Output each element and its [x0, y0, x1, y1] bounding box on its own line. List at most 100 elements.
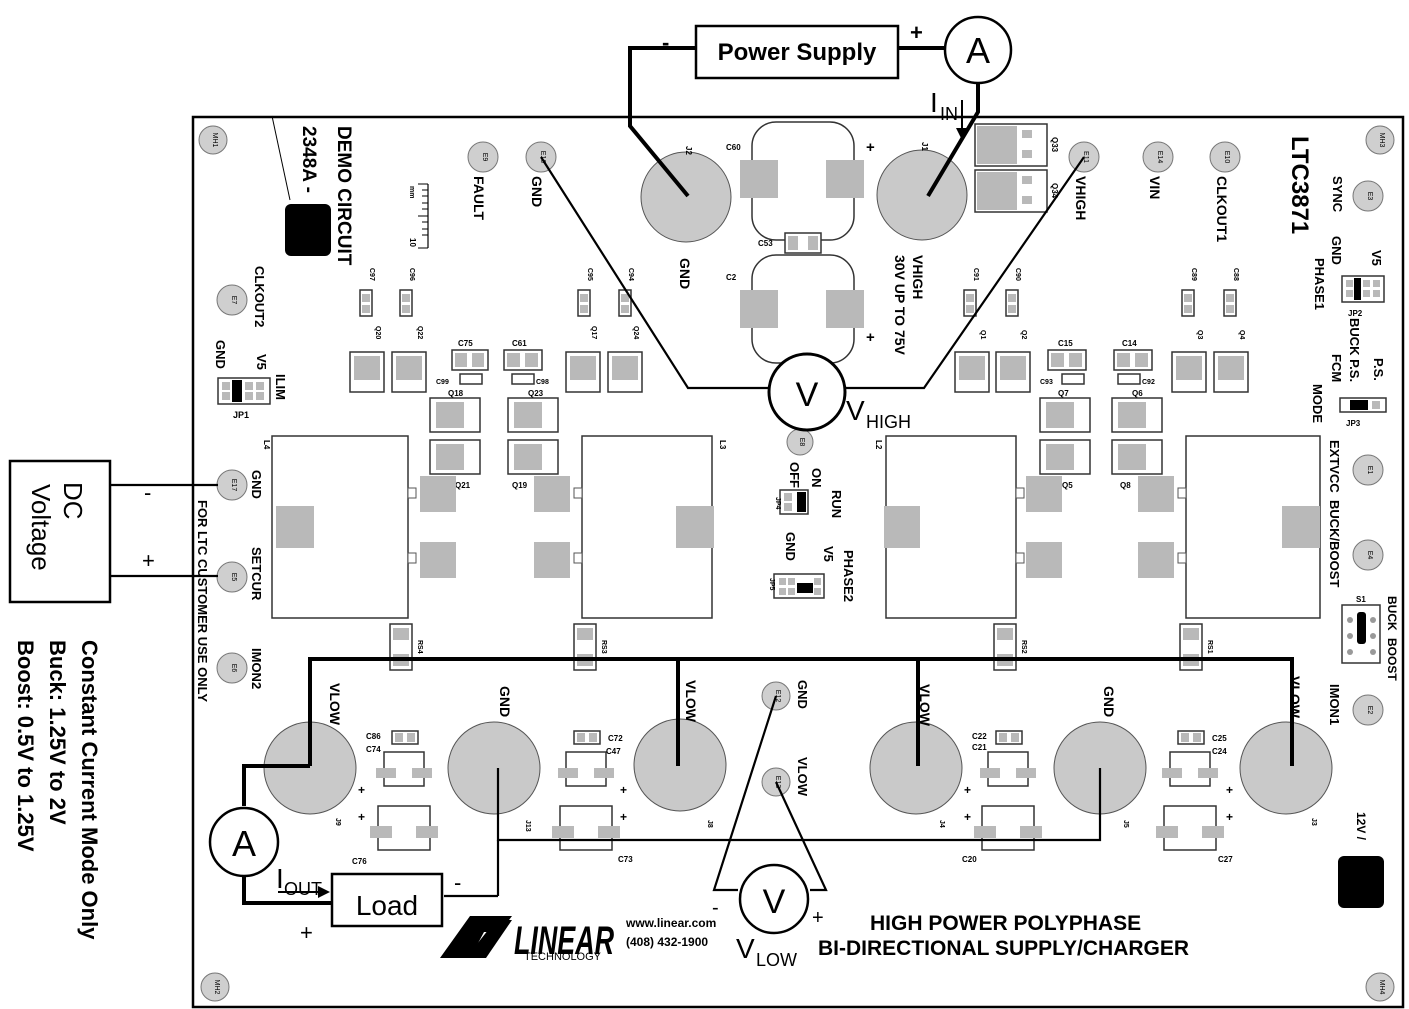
capacitor-c90: C90 — [1005, 268, 1021, 317]
terminal-e5-label: SETCUR — [249, 547, 264, 601]
svg-text:E10: E10 — [1223, 151, 1230, 164]
note-line-1: Constant Current Mode Only — [77, 640, 102, 940]
jumper-jp5[interactable]: JP5 GND V5 PHASE2 — [768, 532, 856, 602]
svg-text:C98: C98 — [536, 379, 549, 386]
wire-vlow-to-ammeter — [242, 764, 310, 806]
svg-text:C92: C92 — [1142, 379, 1155, 386]
svg-text:RS2: RS2 — [1020, 640, 1027, 654]
inductor-l2: L2 — [874, 435, 1062, 619]
mounting-hole-mh2: MH2 — [200, 972, 230, 1002]
jumper-jp1[interactable]: JP1 GND V5 ILIM — [213, 340, 288, 420]
transistor-q7: Q7 — [1039, 389, 1091, 433]
svg-text:TECHNOLOGY: TECHNOLOGY — [524, 951, 602, 963]
terminal-e13[interactable]: E13 VLOW — [761, 757, 810, 797]
voltmeter-vlow-plus: + — [812, 907, 824, 929]
terminal-e14[interactable]: E14 VIN — [1142, 141, 1174, 199]
voltmeter-vhigh: V — [767, 352, 847, 432]
capacitor-c88: C88 — [1223, 268, 1239, 317]
wire-vlow-meter-negative — [712, 695, 778, 892]
jumper-jp5-name: PHASE2 — [841, 550, 856, 602]
transistor-q33: Q33 — [974, 123, 1059, 167]
wire-ammeter-to-j1 — [926, 82, 980, 198]
svg-text:LINEAR: LINEAR — [514, 919, 614, 963]
jumper-jp3-line2: P.S. — [1371, 358, 1386, 381]
svg-text:C53: C53 — [758, 239, 773, 248]
power-supply-label: Power Supply — [718, 39, 877, 66]
black-pad-bottom — [1338, 856, 1384, 908]
jumper-jp2-left-label: GND — [1329, 236, 1344, 265]
jack-j2[interactable]: J2 GND — [640, 146, 732, 289]
jack-j1[interactable]: J1 VHIGH 30V UP TO 75V — [876, 142, 968, 356]
demo-arrow — [271, 115, 291, 201]
terminal-e2[interactable]: E2 IMON1 — [1327, 684, 1384, 726]
jumper-jp2[interactable]: JP2 GND V5 PHASE1 — [1312, 236, 1385, 318]
capacitor-c75: C75 — [451, 339, 489, 371]
v-low-label: V LOW — [736, 933, 797, 970]
terminal-e10-label: CLKOUT1 — [1214, 176, 1230, 242]
svg-text:OUT: OUT — [284, 879, 322, 899]
svg-text:S1: S1 — [1356, 595, 1366, 604]
svg-text:C96: C96 — [408, 268, 415, 281]
jumper-jp3-line3: FCM — [1329, 354, 1344, 382]
svg-text:E8: E8 — [798, 438, 805, 447]
svg-text:Q2: Q2 — [1020, 330, 1027, 339]
svg-text:L4: L4 — [262, 440, 271, 450]
power-supply-minus: - — [662, 30, 669, 55]
capacitor-c47: C47 + — [558, 747, 627, 797]
transistor-q8: Q8 — [1111, 439, 1163, 490]
svg-text:Q18: Q18 — [448, 389, 464, 398]
transistor-q3: Q3 — [1171, 330, 1207, 393]
terminal-e10[interactable]: E10 CLKOUT1 — [1209, 141, 1241, 242]
svg-text:C2: C2 — [726, 273, 737, 282]
mounting-hole-mh1: MH1 — [198, 125, 228, 155]
terminal-e7[interactable]: E7 CLKOUT2 — [216, 266, 267, 327]
terminal-e1[interactable]: E1 EXTVCC — [1327, 440, 1384, 493]
svg-text:E3: E3 — [1366, 192, 1373, 201]
svg-text:C89: C89 — [1190, 268, 1197, 281]
terminal-e8[interactable]: E8 — [786, 428, 814, 456]
jack-j13[interactable]: GND J13 — [447, 686, 541, 832]
switch-s1[interactable]: S1 BUCK BOOST — [1341, 595, 1399, 681]
svg-text:L2: L2 — [874, 440, 883, 450]
transistor-q23: Q23 — [507, 389, 559, 433]
svg-text:HIGH: HIGH — [866, 412, 911, 432]
svg-text:+: + — [358, 810, 365, 824]
switch-s1-left-label: BUCK — [1385, 596, 1399, 631]
terminal-e3[interactable]: E3 SYNC — [1330, 176, 1384, 213]
terminal-e4[interactable]: E4 BUCK/BOOST — [1327, 500, 1384, 587]
svg-text:J1: J1 — [920, 142, 929, 151]
switch-s1-right-label: BOOST — [1385, 638, 1399, 681]
jack-j1-label-1: VHIGH — [910, 255, 926, 299]
svg-text:C74: C74 — [366, 745, 381, 754]
inductor-l1 — [1138, 435, 1321, 619]
svg-text:MH2: MH2 — [213, 980, 220, 995]
transistor-q18: Q18 — [429, 389, 481, 433]
capacitor-c53: C53 — [758, 232, 822, 254]
capacitor-c74: C74 + — [358, 745, 432, 797]
terminal-e1-label: EXTVCC — [1327, 440, 1342, 493]
board-title-2: BI-DIRECTIONAL SUPPLY/CHARGER — [818, 937, 1189, 960]
svg-text:E14: E14 — [1156, 151, 1163, 164]
svg-text:C60: C60 — [726, 143, 741, 152]
svg-text:JP2: JP2 — [1348, 309, 1363, 318]
jumper-jp4[interactable]: JP4 RUN ON OFF — [774, 462, 844, 518]
terminal-e16-label: GND — [529, 176, 545, 207]
wire-ammeter-to-load — [242, 872, 332, 905]
transistor-q4: Q4 — [1213, 330, 1249, 393]
svg-text:C27: C27 — [1218, 855, 1233, 864]
terminal-e17[interactable]: E17 GND — [216, 469, 264, 501]
jumper-jp5-right-label: V5 — [821, 546, 836, 562]
svg-text:RS1: RS1 — [1206, 640, 1213, 654]
ammeter-in-label: A — [966, 30, 990, 71]
terminal-e6[interactable]: E6 IMON2 — [216, 648, 264, 689]
jack-j8-label: VLOW — [683, 680, 699, 723]
svg-text:E17: E17 — [230, 479, 237, 492]
jack-j2-label: GND — [677, 258, 693, 289]
svg-text:E12: E12 — [774, 690, 781, 703]
svg-text:E7: E7 — [230, 296, 237, 305]
jumper-jp3[interactable]: JP3 BUCK P.S. P.S. FCM MODE — [1310, 318, 1387, 428]
capacitor-c91: C91 — [963, 268, 979, 317]
terminal-e9[interactable]: E9 FAULT — [467, 141, 499, 221]
capacitor-c61: C61 — [503, 339, 543, 371]
jumper-jp4-on: ON — [809, 468, 824, 488]
